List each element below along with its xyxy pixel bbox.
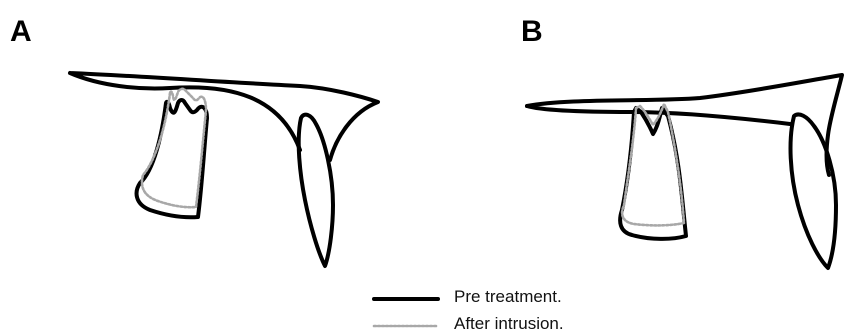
panel-a-drawing	[70, 73, 378, 266]
panel-b-label: B	[521, 17, 543, 47]
panel-a-label: A	[10, 17, 32, 47]
panel-b-drawing	[527, 75, 842, 268]
panel-b-molar-pre	[620, 108, 686, 239]
legend-after-intrusion-label: After intrusion.	[454, 315, 564, 332]
panel-a-incisor-pre	[299, 115, 333, 266]
legend-pre-treatment-label: Pre treatment.	[454, 288, 562, 305]
panel-a-molar-after	[142, 89, 206, 207]
panel-b-maxilla-outline	[527, 75, 842, 175]
panel-a-maxilla-outline	[70, 73, 378, 160]
